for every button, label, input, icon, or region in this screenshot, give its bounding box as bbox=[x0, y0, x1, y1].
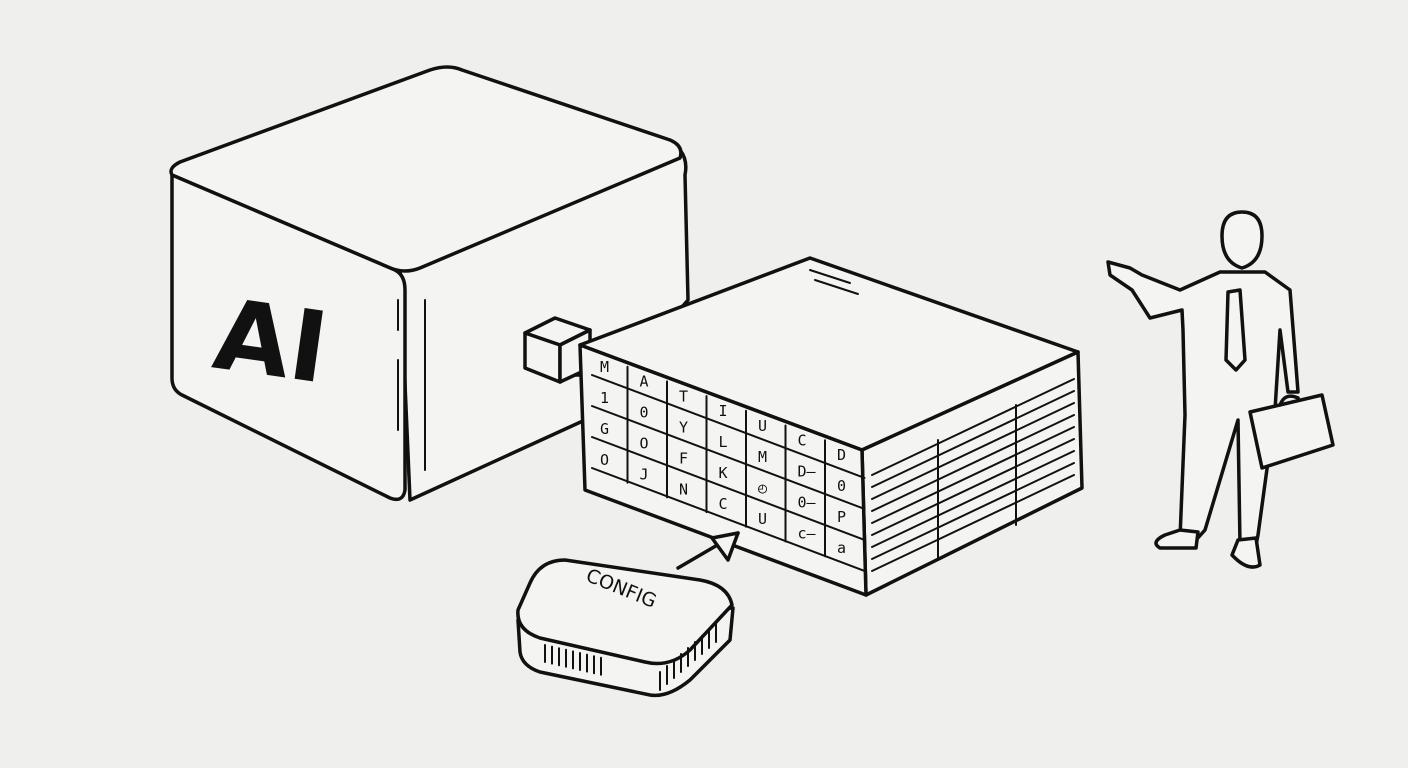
grid-cell: 0 bbox=[837, 477, 846, 495]
grid-cell: L bbox=[719, 433, 728, 451]
grid-cell: T bbox=[679, 387, 688, 405]
grid-cell: F bbox=[679, 449, 688, 467]
config-chip: CONFIG bbox=[516, 558, 735, 698]
grid-cell: N bbox=[679, 480, 688, 498]
grid-cell: D bbox=[837, 446, 846, 464]
grid-cell: K bbox=[719, 464, 728, 482]
cursor-arrow-icon bbox=[676, 531, 740, 570]
vent-line bbox=[871, 426, 1075, 524]
cube-label: AI bbox=[207, 278, 334, 407]
grid-cell: U bbox=[758, 417, 767, 435]
vent-line bbox=[871, 450, 1075, 548]
grid-row-line bbox=[591, 374, 866, 479]
grid-cell: 1 bbox=[600, 389, 609, 407]
grid-cell: P bbox=[837, 508, 846, 526]
grid-cell: O bbox=[600, 451, 609, 469]
grid-cell: c– bbox=[798, 525, 817, 543]
grid-cell: D– bbox=[798, 463, 817, 481]
grid-cell: G bbox=[600, 420, 609, 438]
vent-line bbox=[871, 390, 1075, 488]
vent-line bbox=[871, 414, 1075, 512]
ai-cube: AI bbox=[169, 65, 690, 502]
grid-cell: ◴ bbox=[758, 479, 767, 497]
grid-cell: M bbox=[758, 448, 767, 466]
grid-cell: a bbox=[837, 539, 846, 557]
grid-cell: C bbox=[719, 495, 728, 513]
vent-line bbox=[871, 474, 1075, 572]
vent-line bbox=[871, 462, 1075, 560]
vent-line bbox=[871, 438, 1075, 536]
grid-cell: M bbox=[600, 358, 609, 376]
vent-line bbox=[871, 402, 1075, 500]
grid-cell: 0 bbox=[640, 404, 649, 422]
grid-cell: 0– bbox=[798, 494, 817, 512]
grid-cell: Y bbox=[679, 418, 688, 436]
vent-line bbox=[871, 378, 1075, 476]
grid-cell: J bbox=[640, 466, 649, 484]
grid-cell: A bbox=[640, 373, 649, 391]
grid-row-line bbox=[591, 467, 866, 572]
grid-cell: I bbox=[719, 402, 728, 420]
grid-cell: O bbox=[640, 435, 649, 453]
grid-cell: C bbox=[798, 432, 807, 450]
businessman bbox=[1106, 210, 1335, 569]
grid-row-line bbox=[591, 405, 866, 510]
grid-cell: U bbox=[758, 510, 767, 528]
grid-row-line bbox=[591, 436, 866, 541]
